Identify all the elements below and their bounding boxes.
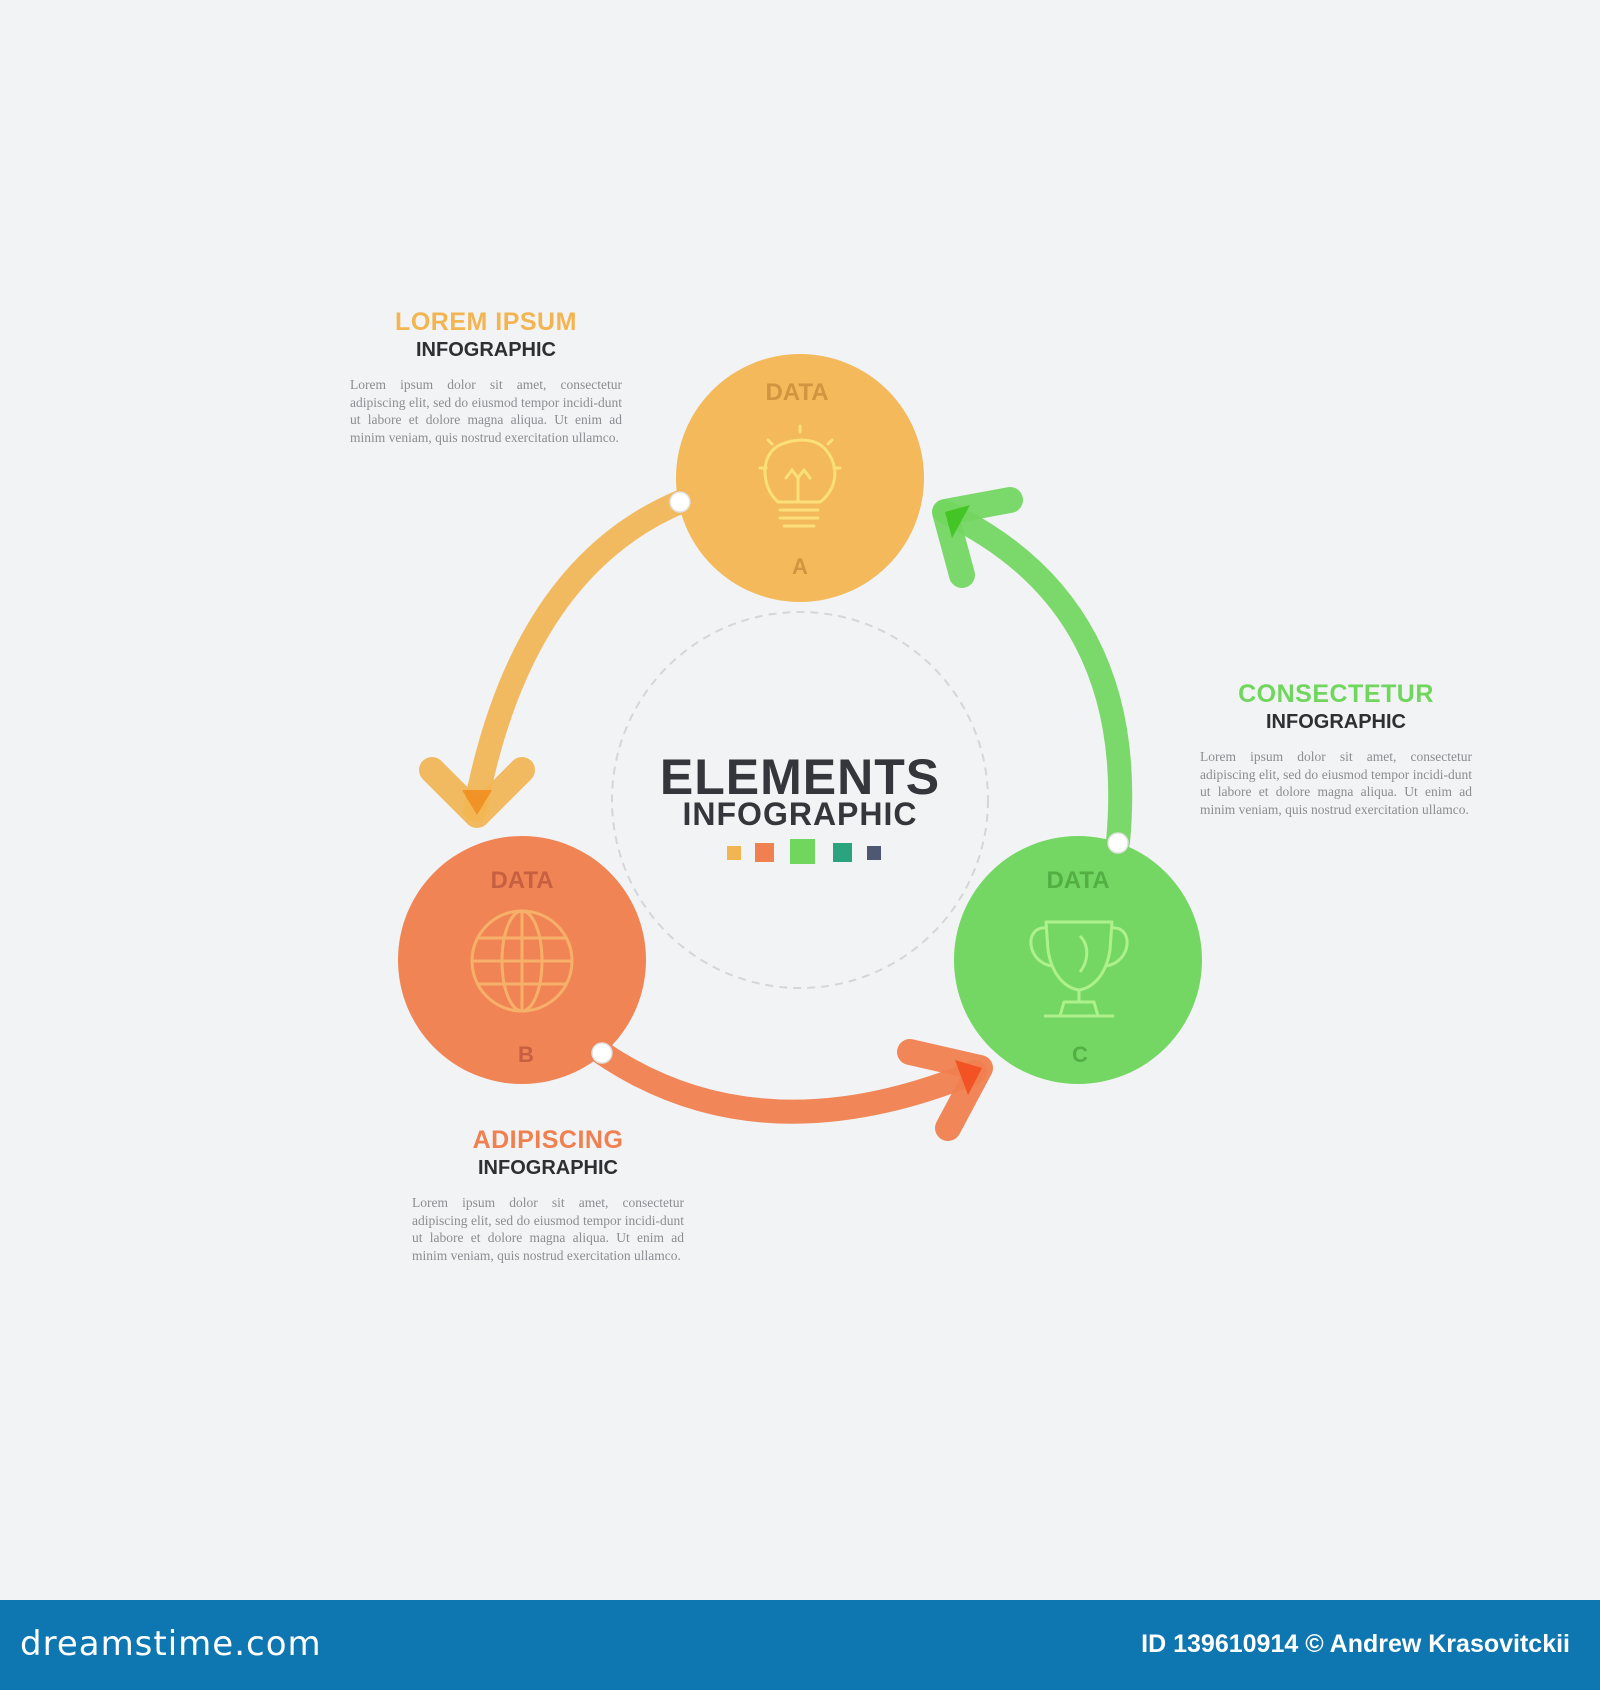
trophy-icon: [1029, 920, 1129, 1018]
footer-logo[interactable]: dreamstime.com: [20, 1624, 322, 1664]
legend-square: [790, 839, 815, 864]
block-body: Lorem ipsum dolor sit amet, consectetur …: [412, 1195, 684, 1263]
connector-dot: [1107, 832, 1129, 854]
legend-square: [867, 846, 881, 860]
node-b: DATA B: [398, 836, 646, 1084]
lightbulb-icon: [758, 424, 842, 528]
node-a-data-label: DATA: [765, 379, 828, 406]
legend-square: [755, 843, 774, 862]
connector-dot: [591, 1042, 613, 1064]
legend-square: [727, 846, 741, 860]
block-title: LOREM IPSUM: [395, 308, 577, 336]
arrow-a-to-b: [419, 490, 692, 828]
legend-square: [833, 843, 852, 862]
block-title: CONSECTETUR: [1238, 680, 1434, 708]
block-body: Lorem ipsum dolor sit amet, consectetur …: [1200, 749, 1472, 817]
node-c: DATA C: [954, 836, 1202, 1084]
cycle-diagram: DATA A DATA: [398, 354, 1202, 1141]
node-c-letter: C: [1072, 1042, 1088, 1067]
center-subtitle: INFOGRAPHIC: [682, 796, 918, 832]
arrow-b-to-c: [590, 1039, 993, 1141]
block-subtitle: INFOGRAPHIC: [1266, 711, 1406, 733]
color-legend: [727, 839, 881, 864]
footer-bar: dreamstime.com ID 139610914 © Andrew Kra…: [0, 1600, 1600, 1690]
node-b-letter: B: [518, 1042, 534, 1067]
node-a-letter: A: [792, 554, 808, 579]
arrow-c-to-a: [932, 487, 1133, 854]
center-title: ELEMENTS: [659, 749, 941, 805]
text-block-lorem-ipsum: LOREM IPSUM INFOGRAPHIC Lorem ipsum dolo…: [350, 308, 622, 446]
block-body: Lorem ipsum dolor sit amet, consectetur …: [350, 377, 622, 445]
node-b-data-label: DATA: [490, 867, 553, 894]
block-subtitle: INFOGRAPHIC: [478, 1157, 618, 1179]
connector-dot: [669, 491, 691, 513]
infographic: DATA A DATA: [350, 308, 1472, 1264]
center-dashed-circle: [611, 611, 989, 989]
footer-credit: ID 139610914 © Andrew Krasovitckii: [1141, 1630, 1570, 1658]
node-a: DATA A: [676, 354, 924, 602]
text-block-adipiscing: ADIPISCING INFOGRAPHIC Lorem ipsum dolor…: [412, 1126, 684, 1264]
block-title: ADIPISCING: [472, 1126, 624, 1154]
block-subtitle: INFOGRAPHIC: [416, 339, 556, 361]
text-block-consectetur: CONSECTETUR INFOGRAPHIC Lorem ipsum dolo…: [1200, 680, 1472, 818]
node-c-data-label: DATA: [1046, 867, 1109, 894]
globe-icon: [470, 909, 574, 1013]
